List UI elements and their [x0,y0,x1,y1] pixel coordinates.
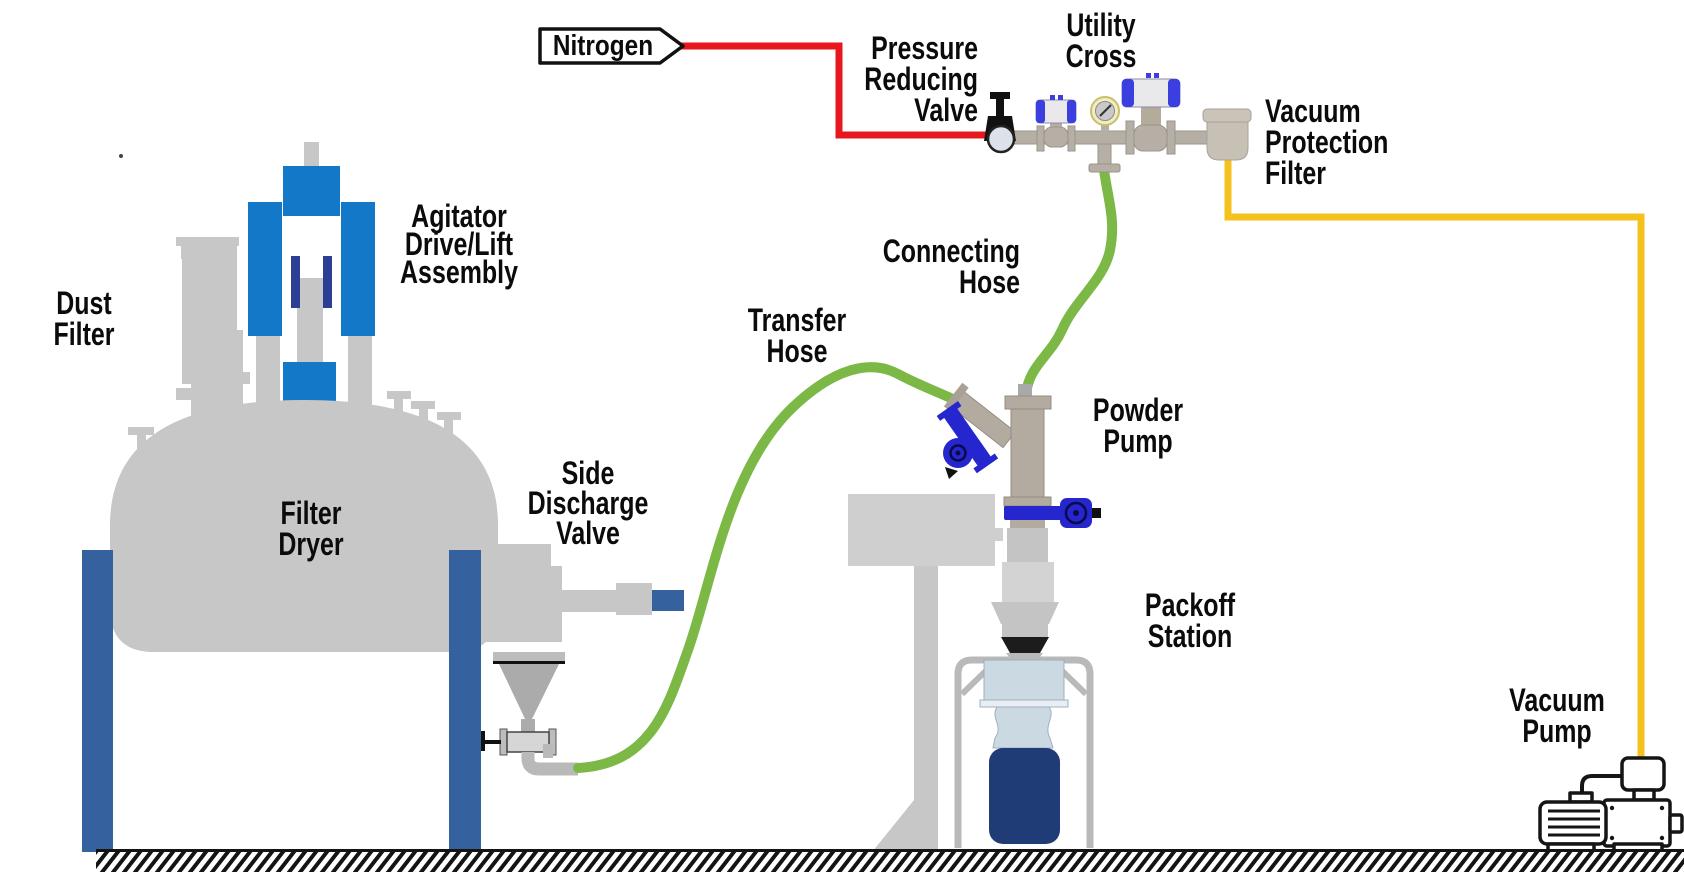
drum-liner [979,659,1069,749]
vacuum-protection-filter-icon [1202,108,1252,161]
drum-icon [989,748,1060,844]
agitator-top-shaft [304,142,319,170]
vessel-body [110,400,498,652]
dome-nozzles [128,391,461,466]
dome-pipe-collar [214,372,250,384]
pump-mount-box [848,494,995,566]
agitator-assembly-icon [248,166,375,403]
label-transfer-hose: Transfer Hose [747,302,847,369]
lift-post [348,330,372,414]
filter-dryer-vessel [82,142,498,852]
label-filter-dryer: Filter Dryer [278,495,344,562]
vacuum-pump-icon [1538,756,1684,853]
pressure-reducing-valve-icon [984,92,1016,154]
nitrogen-tag [538,27,685,65]
ground-hatch [96,849,1684,872]
utility-cross-icon [984,73,1252,173]
vessel-leg [82,550,113,852]
stray-dot [119,154,123,158]
transfer-hose-line [573,362,979,773]
label-nitrogen: Nitrogen [552,29,654,62]
vessel-leg [449,550,481,852]
actuated-valve-icon [1121,73,1181,155]
nitrogen-supply-line [640,42,1000,139]
label-vacuum-pump: Vacuum Pump [1509,682,1605,749]
label-pressure-reducing-valve: Pressure Reducing Valve [864,30,978,128]
side-discharge-valve-icon [481,544,684,776]
lift-post [256,330,280,414]
label-powder-pump: Powder Pump [1092,392,1184,459]
actuated-valve-icon [1035,95,1077,152]
label-utility-cross: Utility Cross [1065,7,1137,74]
label-packoff-station: Packoff Station [1144,587,1236,654]
pinch-valve-icon [1004,498,1101,528]
pressure-gauge-icon [1090,96,1120,134]
label-agitator-drive: Agitator Drive/Lift Assembly [400,198,518,290]
label-side-discharge-valve: Side Discharge Valve [527,455,649,551]
label-vacuum-protection-filter: Vacuum Protection Filter [1265,93,1389,191]
pump-stand [914,566,938,852]
label-dust-filter: Dust Filter [53,285,115,352]
dome-pipe [221,330,243,410]
pinch-valve-icon [936,401,999,479]
powder-pump-icon [848,382,1101,852]
label-connecting-hose: Connecting Hose [882,233,1020,300]
packoff-station-icon [954,656,1094,848]
vacuum-line [1224,160,1645,764]
connecting-hose-line [1021,165,1118,398]
